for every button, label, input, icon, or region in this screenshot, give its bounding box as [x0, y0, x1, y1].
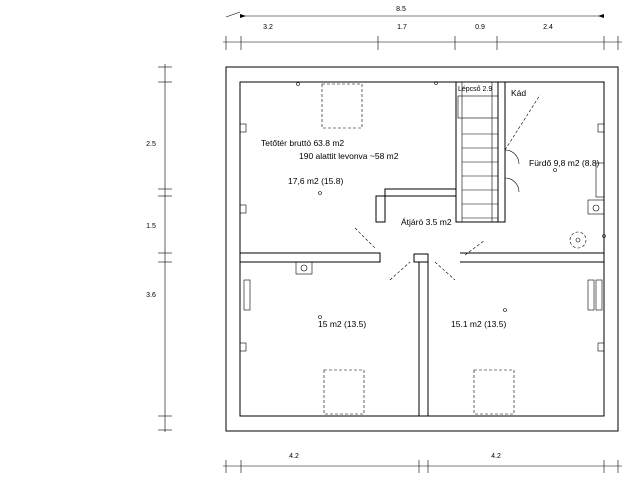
outer-walls [225, 66, 619, 432]
top-dimension-2: 1.7 [397, 24, 407, 31]
left-dimension-1: 2.5 [146, 141, 156, 148]
left-dimension-2: 1.5 [146, 223, 156, 230]
wall-openings [239, 123, 605, 352]
door-swings [354, 149, 520, 281]
ceiling-points [296, 81, 606, 319]
top-dimension-3: 0.9 [475, 24, 485, 31]
room-se-label: 15.1 m2 (13.5) [451, 319, 506, 329]
gross-area-label: Tetőtér bruttó 63.8 m2 [261, 138, 344, 148]
net-area-label: 190 alattit levonva ~58 m2 [299, 151, 399, 161]
bottom-dimension-chain: 4.2 4.2 [223, 453, 622, 473]
room-nw-label: 17,6 m2 (15.8) [288, 176, 343, 186]
roof-windows [321, 83, 515, 415]
bottom-dimension-1: 4.2 [289, 453, 299, 460]
top-dimension-4: 2.4 [543, 24, 553, 31]
bath-label: Fürdő 9,8 m2 (8.8) [529, 158, 600, 168]
stair-label: Lépcső 2.9 [458, 86, 492, 93]
staircase [457, 94, 541, 219]
tub-label: Kád [511, 88, 526, 98]
room-sw-label: 15 m2 (13.5) [318, 319, 366, 329]
hall-label: Átjáró 3.5 m2 [401, 217, 452, 227]
left-dimension-3: 3.6 [146, 292, 156, 299]
interior-walls [240, 81, 605, 416]
bottom-dimension-2: 4.2 [491, 453, 501, 460]
top-dimension-chain: 8.5 3.2 1.7 0.9 2.4 [223, 6, 622, 50]
top-dimension-1: 3.2 [263, 24, 273, 31]
top-total-dimension: 8.5 [396, 6, 406, 13]
left-dimension-chain: 2.5 1.5 3.6 [146, 64, 172, 432]
